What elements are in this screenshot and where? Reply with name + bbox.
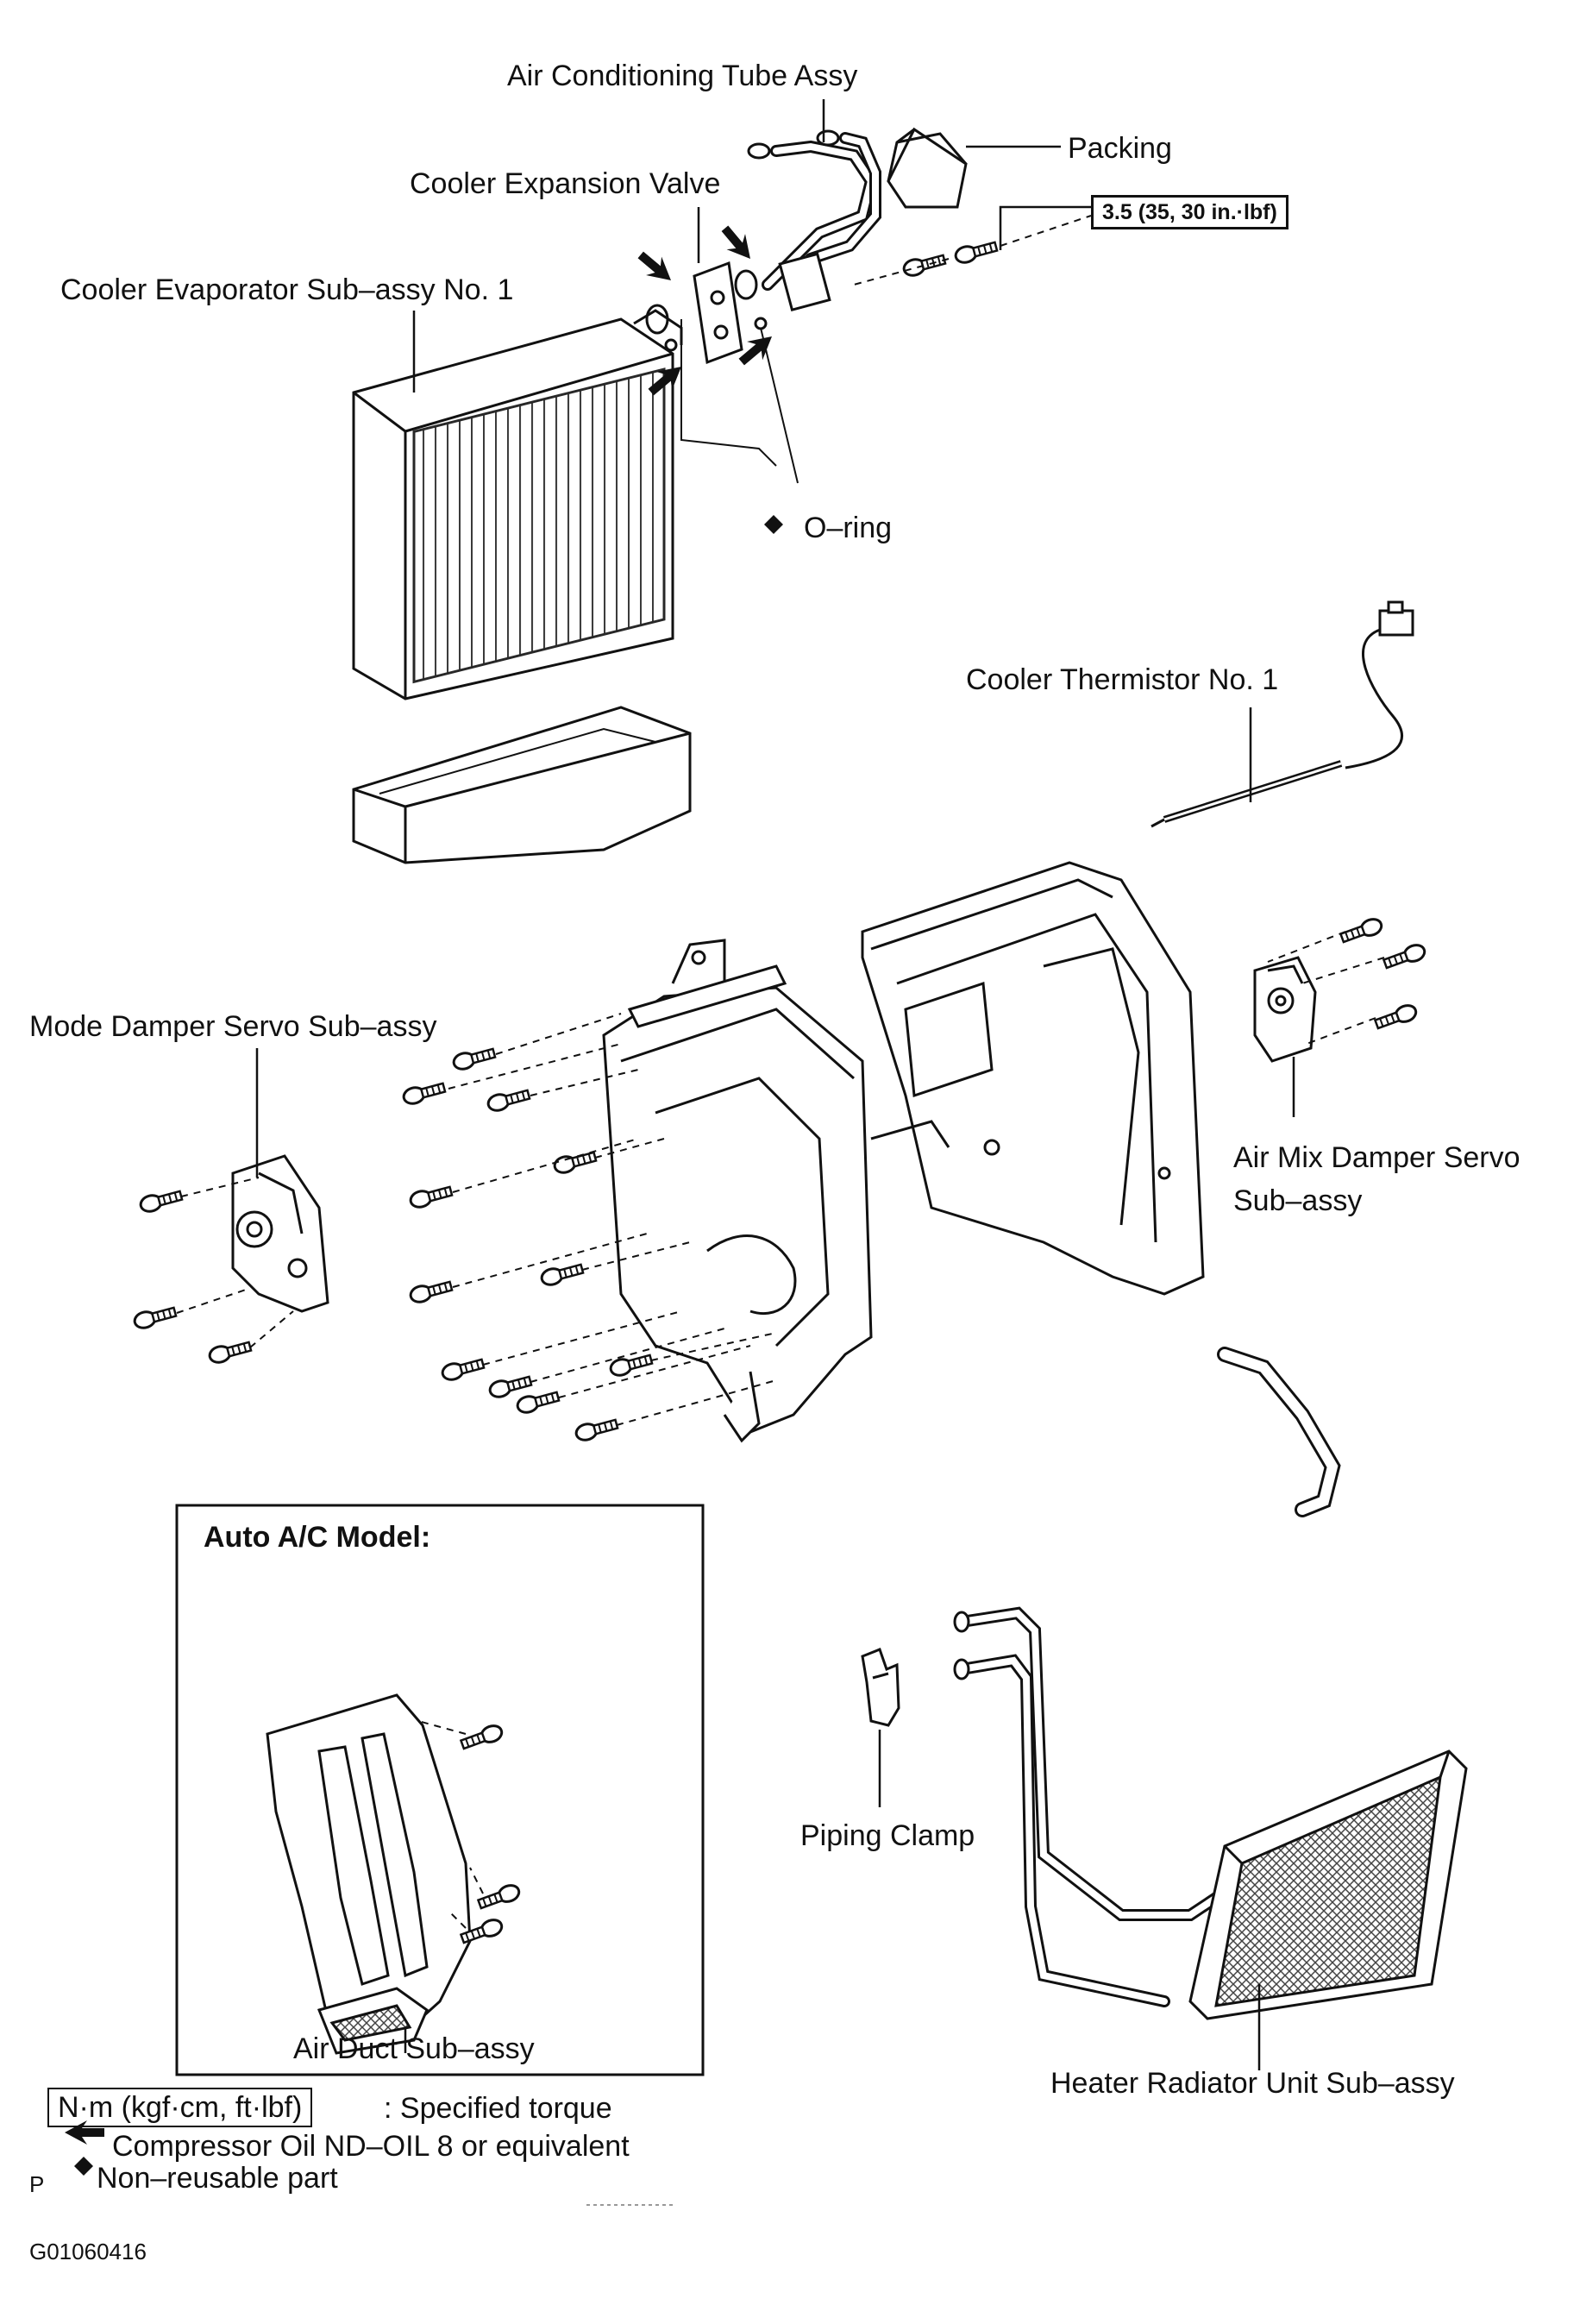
expansion-valve-drawing xyxy=(645,261,799,484)
heater-case-right-drawing xyxy=(861,861,1205,1296)
torque-spec-box: 3.5 (35, 30 in.·lbf) xyxy=(1091,195,1288,229)
legend-torque-desc: : Specified torque xyxy=(384,2092,612,2125)
label-o-ring: O–ring xyxy=(804,512,893,544)
cooler-thermistor-drawing xyxy=(1151,600,1414,828)
mode-damper-servo-drawing xyxy=(231,1154,329,1313)
heater-radiator-drawing xyxy=(953,1606,1468,2020)
label-cooler-expansion-valve: Cooler Expansion Valve xyxy=(410,167,721,200)
figure-code: G01060416 xyxy=(29,2239,147,2264)
label-heater-radiator: Heater Radiator Unit Sub–assy xyxy=(1050,2067,1455,2100)
label-auto-ac-model: Auto A/C Model: xyxy=(204,1521,431,1554)
label-packing: Packing xyxy=(1068,132,1172,165)
heater-case-left-drawing xyxy=(602,939,873,1443)
legend-torque-unit-box: N·m (kgf·cm, ft·lbf) xyxy=(47,2088,313,2127)
label-cooler-thermistor: Cooler Thermistor No. 1 xyxy=(966,663,1279,696)
air-duct-drawing xyxy=(266,1693,472,2055)
label-air-duct: Air Duct Sub–assy xyxy=(293,2032,535,2065)
label-air-mix-damper-servo-line1: Air Mix Damper Servo xyxy=(1233,1141,1520,1174)
piping-clamp-drawing xyxy=(861,1648,900,1727)
auto-ac-inset-frame xyxy=(175,1504,705,2076)
alignment-lines xyxy=(176,931,1385,1929)
label-air-mix-damper-servo-line2: Sub–assy xyxy=(1233,1184,1363,1217)
legend-p-mark: P xyxy=(29,2171,45,2197)
label-mode-damper-servo: Mode Damper Servo Sub–assy xyxy=(29,1010,437,1043)
ac-tube-drawing xyxy=(747,129,881,311)
legend-nonreusable-desc: Non–reusable part xyxy=(97,2162,338,2195)
diamond-o-ring-icon xyxy=(764,515,783,534)
leader-lines xyxy=(255,99,1295,2070)
air-mix-damper-servo-drawing xyxy=(1253,956,1317,1063)
legend-oil-desc: Compressor Oil ND–OIL 8 or equivalent xyxy=(112,2130,630,2163)
water-pipe-drawing xyxy=(1217,1347,1341,1517)
packing-drawing xyxy=(887,127,968,209)
label-air-conditioning-tube-assy: Air Conditioning Tube Assy xyxy=(507,60,858,92)
cooler-evaporator-drawing xyxy=(352,309,683,700)
label-piping-clamp: Piping Clamp xyxy=(800,1819,975,1852)
diamond-legend-icon xyxy=(74,2157,93,2176)
label-cooler-evaporator: Cooler Evaporator Sub–assy No. 1 xyxy=(60,273,514,306)
evaporator-drain-pan-drawing xyxy=(352,706,692,864)
